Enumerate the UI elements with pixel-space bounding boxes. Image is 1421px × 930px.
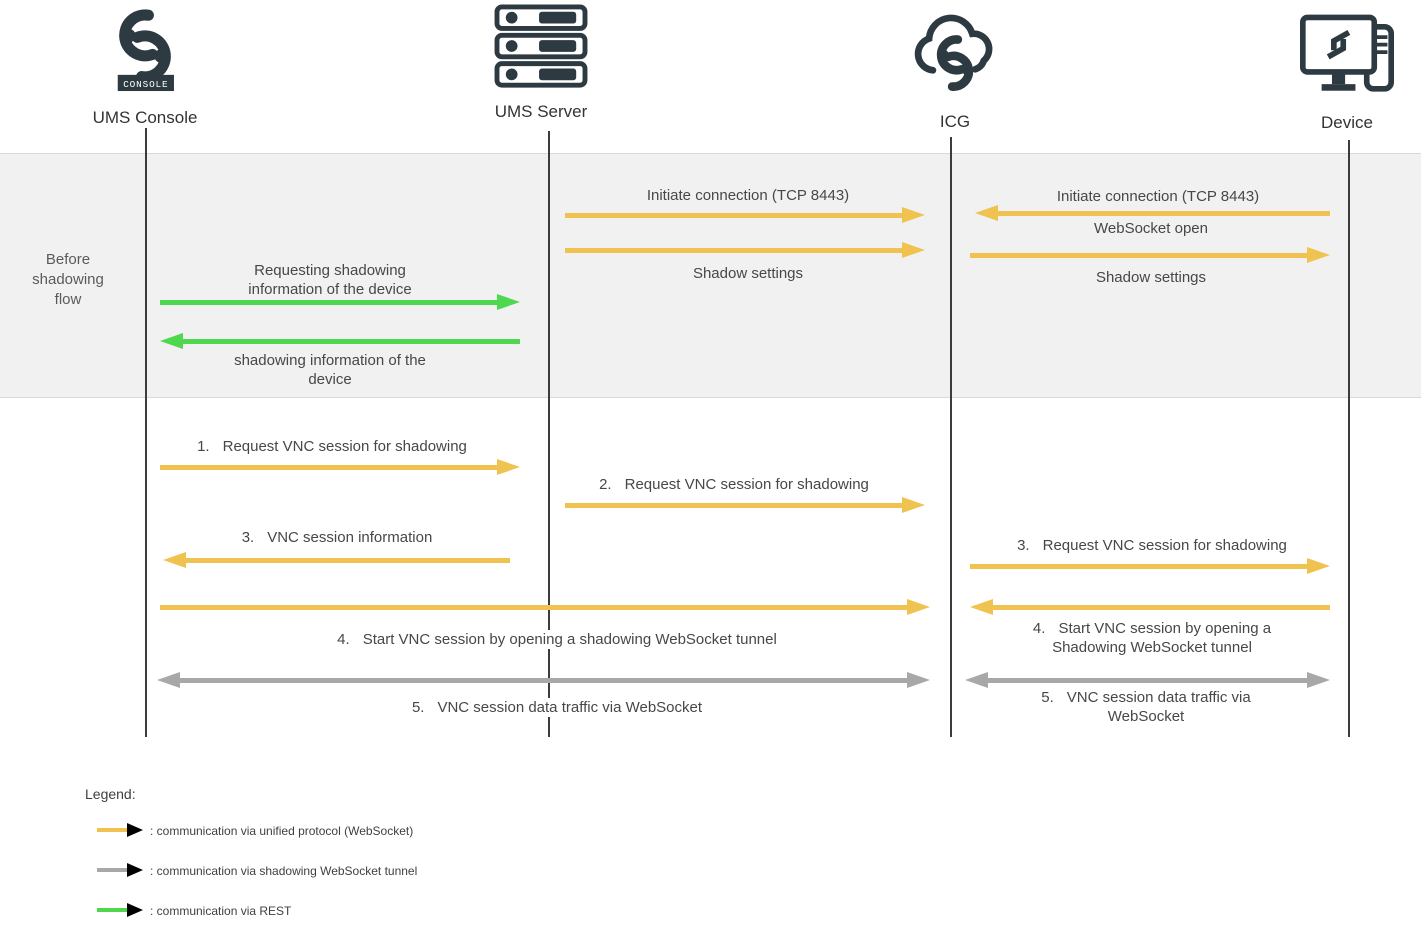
arrow-request-shadow-info — [160, 292, 520, 312]
actor-label-icg: ICG — [939, 112, 971, 131]
arrow-step4-tunnel — [160, 597, 930, 617]
arrow-step3-console — [163, 550, 510, 570]
msg-request-shadow-info: Requesting shadowing information of the … — [248, 262, 412, 298]
legend-title: Legend: — [85, 786, 136, 802]
arrow-shadow-settings-icg-device — [970, 245, 1330, 265]
msg-step3-device: 3.Request VNC session for shadowing — [1017, 537, 1287, 554]
legend-gray-arrow-icon — [97, 862, 143, 878]
actor-label-ums-server: UMS Server — [494, 102, 588, 121]
actor-label-device: Device — [1321, 113, 1373, 132]
lifeline-ums-server — [548, 131, 550, 737]
arrow-step1 — [160, 457, 520, 477]
msg-shadow-info-response: shadowing information of the device — [234, 352, 426, 388]
msg-websocket-open: WebSocket open — [1094, 220, 1208, 237]
actor-label-ums-console: UMS Console — [92, 108, 198, 127]
msg-shadow-settings-device: Shadow settings — [1095, 269, 1207, 286]
msg-shadow-settings-server: Shadow settings — [692, 265, 804, 282]
arrow-step3-device — [970, 556, 1330, 576]
lifeline-icg — [950, 137, 952, 737]
igel-console-logo-icon: CONSOLE — [102, 5, 188, 102]
lifeline-ums-console — [145, 128, 147, 737]
arrow-initiate-server-icg — [565, 205, 925, 225]
actor-icg: ICG — [885, 3, 1025, 132]
arrow-shadow-settings-server-icg — [565, 240, 925, 260]
arrow-initiate-device-icg — [975, 203, 1330, 223]
actor-ums-server: UMS Server — [471, 3, 611, 122]
lifeline-device — [1348, 140, 1350, 737]
msg-step5-tunnel: 5.VNC session data traffic via WebSocket — [367, 698, 747, 717]
legend-item-unified-protocol: : communication via unified protocol (We… — [150, 824, 414, 838]
band-label: Before shadowing flow — [32, 251, 104, 308]
msg-step3-console: 3.VNC session information — [241, 529, 433, 546]
before-shadowing-band — [0, 153, 1421, 398]
actor-device: Device — [1277, 8, 1417, 133]
msg-step5-device: 5.VNC session data traffic via WebSocket — [1041, 689, 1251, 725]
legend-item-websocket-tunnel: : communication via shadowing WebSocket … — [150, 864, 418, 878]
cloud-logo-icon — [907, 3, 1003, 106]
msg-initiate-connection-device: Initiate connection (TCP 8443) — [1056, 188, 1260, 205]
arrow-step4-device — [970, 597, 1330, 617]
legend-yellow-arrow-icon — [97, 822, 143, 838]
arrow-shadow-info-response — [160, 331, 520, 351]
msg-step4-device: 4.Start VNC session by opening a Shadowi… — [1032, 620, 1272, 656]
arrow-step5-device — [965, 670, 1330, 690]
actor-ums-console: CONSOLE UMS Console — [75, 5, 215, 128]
msg-step4-tunnel: 4.Start VNC session by opening a shadowi… — [297, 630, 817, 649]
console-banner-text: CONSOLE — [123, 79, 168, 90]
arrow-step5-tunnel — [157, 670, 930, 690]
legend-green-arrow-icon — [97, 902, 143, 918]
server-stack-icon — [491, 3, 591, 96]
monitor-pc-icon — [1295, 8, 1399, 107]
arrow-step2 — [565, 495, 925, 515]
legend-item-rest: : communication via REST — [150, 904, 292, 918]
msg-step2: 2.Request VNC session for shadowing — [599, 476, 869, 493]
msg-initiate-connection-server: Initiate connection (TCP 8443) — [646, 187, 850, 204]
msg-step1: 1.Request VNC session for shadowing — [197, 438, 467, 455]
